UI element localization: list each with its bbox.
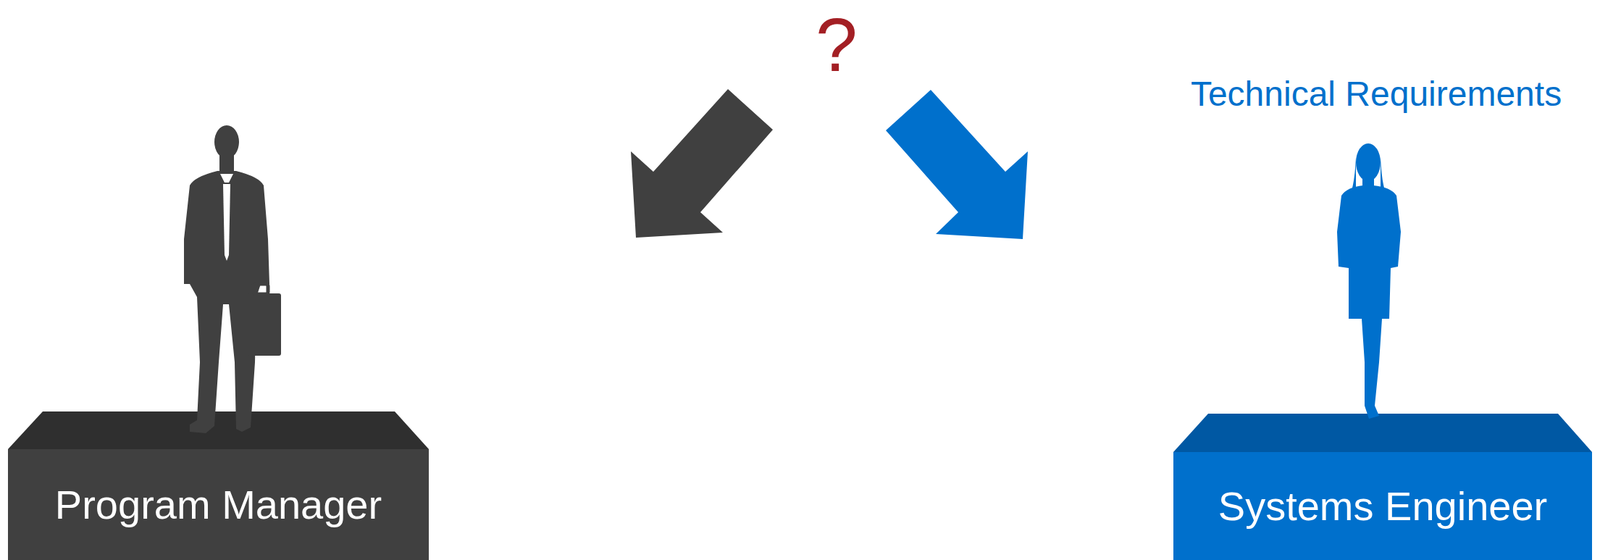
pedestal-box: Systems Engineer [1173,451,1593,560]
requirement-label: Technical Requirements [1190,75,1562,114]
pedestal-box: Program Manager [7,449,429,560]
pedestal-top [7,411,429,450]
arrow-shape [885,89,1028,240]
role-name: Program Manager [55,482,382,528]
man-silhouette [183,125,282,434]
woman-silhouette [1337,143,1401,419]
pedestal-top [1173,413,1593,452]
question-mark: ? [815,3,858,87]
shirt-detail [220,173,234,261]
role-name: Systems Engineer [1218,483,1548,529]
arrow-shape [630,89,773,238]
